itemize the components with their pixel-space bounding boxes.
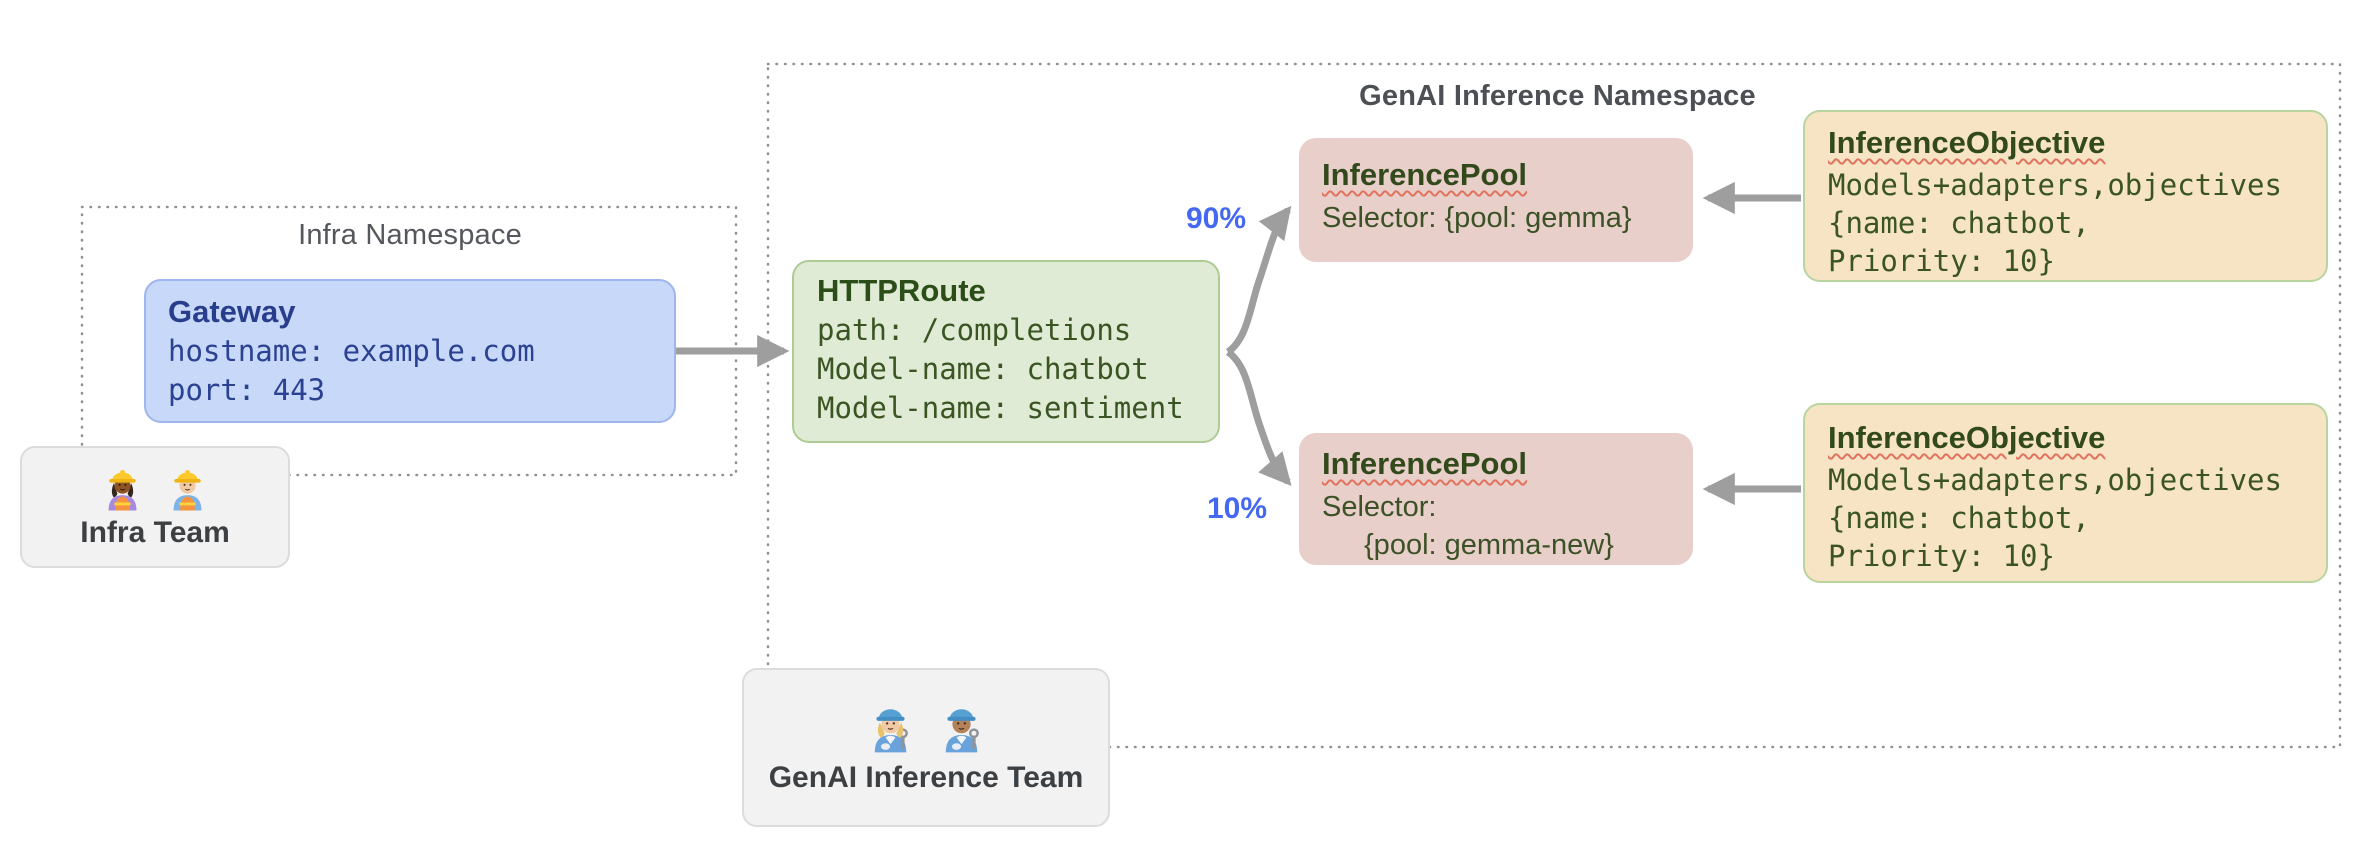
traffic-weight-90: 90% (1185, 202, 1247, 235)
inference-objective-top-title: InferenceObjective (1828, 124, 2312, 161)
inference-pool-top-selector: Selector: {pool: gemma} (1322, 202, 1632, 234)
inference-objective-top-title-text: InferenceObjective (1828, 125, 2106, 160)
genai-inference-team-card: GenAI Inference Team (742, 668, 1110, 827)
httproute-model-sentiment-line: Model-name: sentiment (817, 391, 1184, 425)
inference-pool-bottom-title-text: InferencePool (1322, 446, 1527, 481)
inference-pool-top-node: InferencePool Selector: {pool: gemma} (1299, 138, 1693, 262)
woman-mechanic-icon (874, 708, 908, 752)
infra-team-label: Infra Team (80, 515, 230, 549)
inference-objective-bottom-title: InferenceObjective (1828, 419, 2312, 456)
inference-objective-top-priority-line: Priority: 10} (1828, 244, 2055, 278)
httproute-to-pool-bottom-arrow (1225, 349, 1292, 487)
inference-objective-top-models-line: Models+adapters,objectives (1828, 168, 2282, 202)
man-construction-worker-icon (173, 469, 202, 511)
inference-objective-bottom-name-line: {name: chatbot, (1828, 501, 2090, 535)
infra-team-icons (99, 465, 211, 512)
gateway-hostname-line: hostname: example.com (168, 334, 535, 368)
httproute-model-chatbot-line: Model-name: chatbot (817, 352, 1149, 386)
httproute-title: HTTPRoute (817, 273, 986, 308)
inference-objective-bottom-node: InferenceObjective Models+adapters,objec… (1803, 403, 2328, 583)
inference-objective-bottom-models-line: Models+adapters,objectives (1828, 463, 2282, 497)
genai-team-label: GenAI Inference Team (768, 760, 1084, 794)
traffic-weight-10: 10% (1206, 492, 1268, 525)
inference-pool-bottom-node: InferencePool Selector: {pool: gemma-new… (1299, 433, 1693, 565)
gateway-port-line: port: 443 (168, 373, 326, 407)
httproute-node: HTTPRoute path: /completions Model-name:… (792, 260, 1220, 443)
gateway-title: Gateway (168, 294, 296, 329)
inference-objective-top-name-line: {name: chatbot, (1828, 206, 2090, 240)
genai-team-icons (864, 701, 988, 754)
infra-namespace-title: Infra Namespace (298, 219, 522, 251)
httproute-path-line: path: /completions (817, 313, 1132, 347)
inference-pool-bottom-title: InferencePool (1322, 445, 1677, 482)
inference-pool-top-title-text: InferencePool (1322, 157, 1527, 192)
inference-objective-top-node: InferenceObjective Models+adapters,objec… (1803, 110, 2328, 282)
man-mechanic-icon (945, 708, 979, 752)
inference-pool-top-title: InferencePool (1322, 156, 1677, 193)
genai-namespace-title: GenAI Inference Namespace (1359, 80, 1756, 112)
inference-objective-bottom-priority-line: Priority: 10} (1828, 539, 2055, 573)
gateway-node: Gateway hostname: example.com port: 443 (144, 279, 676, 423)
infra-team-card: Infra Team (20, 446, 290, 568)
inference-objective-bottom-title-text: InferenceObjective (1828, 420, 2106, 455)
inference-pool-bottom-selector-key: Selector: (1322, 491, 1437, 523)
woman-construction-worker-icon (108, 469, 137, 511)
inference-pool-bottom-selector-value: {pool: gemma-new} (1364, 529, 1614, 561)
